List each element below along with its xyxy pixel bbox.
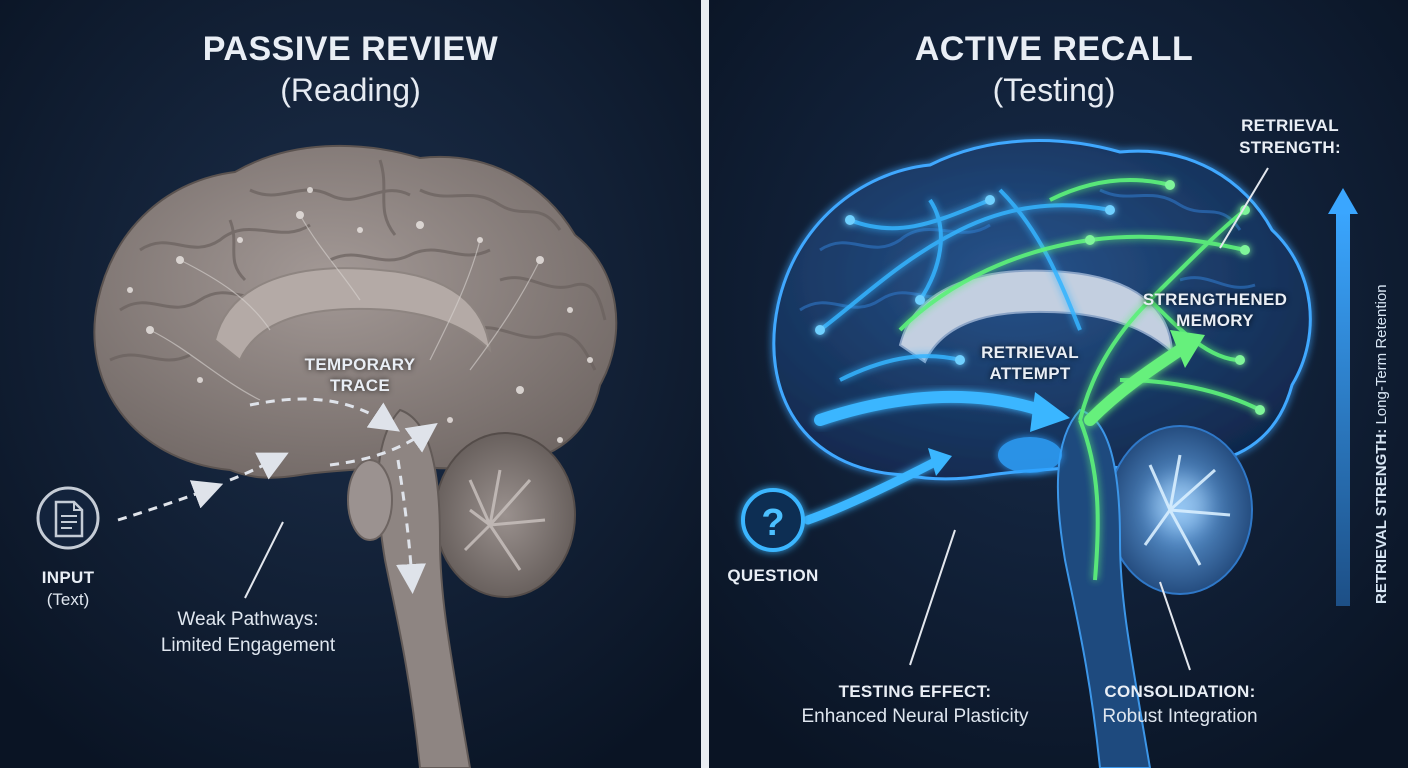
retrieval-attempt-line-2: ATTEMPT (989, 364, 1071, 383)
axis-label-bold: RETRIEVAL STRENGTH: (1373, 428, 1390, 604)
question-mark-icon: ? (741, 488, 805, 552)
retrieval-strength-label-1: RETRIEVAL (1241, 116, 1339, 135)
inner-flow-arrow-3 (329, 423, 438, 467)
input-sublabel: (Text) (46, 590, 90, 609)
inner-flow-arrow-4 (396, 459, 427, 594)
consolidation-pointer (1159, 581, 1191, 671)
consolidation-subtitle: Robust Integration (1102, 706, 1258, 727)
inner-flow-arrow-2 (249, 397, 400, 432)
retrieval-strength-label-2: STRENGTH: (1239, 138, 1341, 157)
strengthened-memory-line-2: MEMORY (1176, 311, 1254, 330)
question-label: QUESTION (727, 566, 819, 585)
trace-label-line-1: TEMPORARY (304, 355, 416, 374)
right-subtitle: (Testing) (992, 72, 1116, 108)
right-title: ACTIVE RECALL (914, 30, 1194, 68)
question-flow-arrow (803, 457, 940, 525)
left-subtitle: (Reading) (280, 72, 421, 108)
active-brain (772, 139, 1312, 768)
retrieval-strength-pointer (1219, 167, 1269, 249)
retrieval-attempt-arrow (814, 390, 1046, 426)
retrieval-strength-arrow (1328, 188, 1358, 606)
retrieval-attempt-line-1: RETRIEVAL (981, 343, 1079, 362)
input-label: INPUT (41, 568, 95, 587)
input-flow-arrow (117, 480, 224, 522)
left-title: PASSIVE REVIEW (202, 30, 499, 68)
panel-divider (701, 0, 709, 768)
consolidation-title: CONSOLIDATION: (1104, 682, 1256, 701)
axis-label-rest: Long-Term Retention (1373, 284, 1390, 429)
trace-label-line-2: TRACE (329, 376, 391, 395)
testing-effect-subtitle: Enhanced Neural Plasticity (801, 706, 1029, 727)
strengthen-arrow (1084, 344, 1186, 426)
weak-pathways-line-1: Weak Pathways: (177, 609, 319, 630)
passive-brain (93, 144, 618, 768)
inner-flow-arrow-1 (229, 452, 289, 482)
weak-pathways-line-2: Limited Engagement (160, 635, 336, 656)
svg-text:?: ? (761, 502, 784, 544)
weak-pathways-pointer (244, 521, 284, 599)
document-icon (36, 486, 100, 550)
testing-effect-title: TESTING EFFECT: (838, 682, 992, 701)
strengthened-memory-line-1: STRENGTHENED (1142, 290, 1288, 309)
testing-effect-pointer (909, 529, 956, 666)
retrieval-strength-axis-label: RETRIEVAL STRENGTH: Long-Term Retention (1373, 284, 1390, 604)
